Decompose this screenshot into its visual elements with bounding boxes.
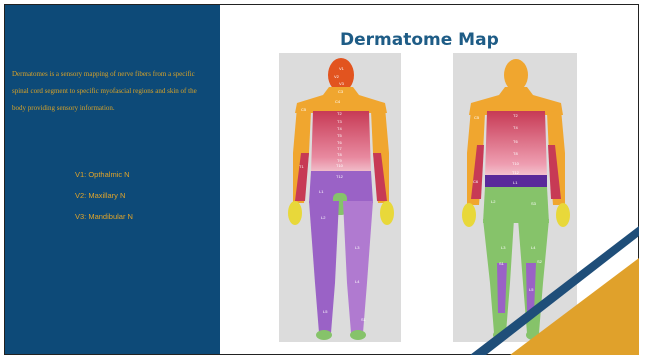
back-left-hand <box>462 203 476 227</box>
front-label-t3: T3 <box>337 119 342 124</box>
back-label-l2: L2 <box>491 199 496 204</box>
front-label-v3: V3 <box>339 81 345 86</box>
front-right-foot <box>350 330 366 340</box>
dermatome-back-image: T2 T4 T6 T8 T10 T12 C5 C6 L1 L2 L3 L4 L5… <box>453 53 577 342</box>
nerve-item-v1: V1: Opthalmic N <box>75 168 133 189</box>
back-label-t8: T8 <box>513 151 518 156</box>
front-label-v2: V2 <box>334 74 340 79</box>
slide-title: Dermatome Map <box>340 30 499 50</box>
back-head <box>504 59 528 91</box>
back-right-foot <box>526 330 540 340</box>
front-label-t4: T4 <box>337 126 342 131</box>
front-left-foot <box>316 330 332 340</box>
front-label-t8: T8 <box>337 152 342 157</box>
front-label-t1: T1 <box>299 164 304 169</box>
back-label-s3: S3 <box>531 201 537 206</box>
front-label-v1: V1 <box>339 66 345 71</box>
nerve-item-v2: V2: Maxillary N <box>75 189 133 210</box>
front-label-t2: T2 <box>337 111 342 116</box>
back-label-t12: T12 <box>512 170 520 175</box>
back-right-hand <box>556 203 570 227</box>
nerve-item-v3: V3: Mandibular N <box>75 210 133 231</box>
front-label-s1: S1 <box>361 317 367 322</box>
back-left-foot <box>493 330 507 340</box>
front-label-l1: L1 <box>319 189 324 194</box>
front-label-c3: C3 <box>338 89 344 94</box>
front-label-l4: L4 <box>355 279 360 284</box>
back-label-c6: C6 <box>473 179 479 184</box>
back-label-s2: S2 <box>537 259 543 264</box>
front-label-t6: T6 <box>337 140 342 145</box>
front-right-hand <box>380 201 394 225</box>
front-label-t5: T5 <box>337 133 342 138</box>
back-label-l3: L3 <box>501 245 506 250</box>
back-shoulders <box>469 87 563 115</box>
back-label-t4: T4 <box>513 125 518 130</box>
back-label-s1: S1 <box>499 261 505 266</box>
front-label-t12: T12 <box>336 174 344 179</box>
front-label-t10: T10 <box>336 163 344 168</box>
back-label-t6: T6 <box>513 139 518 144</box>
back-buttocks <box>483 187 549 223</box>
back-label-c5: C5 <box>474 115 480 120</box>
back-label-l1: L1 <box>513 180 518 185</box>
intro-text: Dermatomes is a sensory mapping of nerve… <box>12 66 212 117</box>
front-head <box>328 58 354 92</box>
front-label-l2: L2 <box>321 215 326 220</box>
back-label-l4: L4 <box>531 245 536 250</box>
back-label-t10: T10 <box>512 161 520 166</box>
back-label-l5: L5 <box>529 287 534 292</box>
front-label-l3: L3 <box>355 245 360 250</box>
back-label-t2: T2 <box>513 113 518 118</box>
nerve-list: V1: Opthalmic N V2: Maxillary N V3: Mand… <box>75 168 133 231</box>
front-label-c4: C4 <box>335 99 341 104</box>
dermatome-front-image: V1 V2 V3 C3 C4 C5 T2 T3 T4 T5 T6 T7 T8 T… <box>279 53 401 342</box>
front-left-hand <box>288 201 302 225</box>
front-label-t7: T7 <box>337 146 342 151</box>
front-label-l5: L5 <box>323 309 328 314</box>
back-torso <box>485 111 547 177</box>
front-right-leg <box>343 201 373 333</box>
front-label-c5: C5 <box>301 107 307 112</box>
